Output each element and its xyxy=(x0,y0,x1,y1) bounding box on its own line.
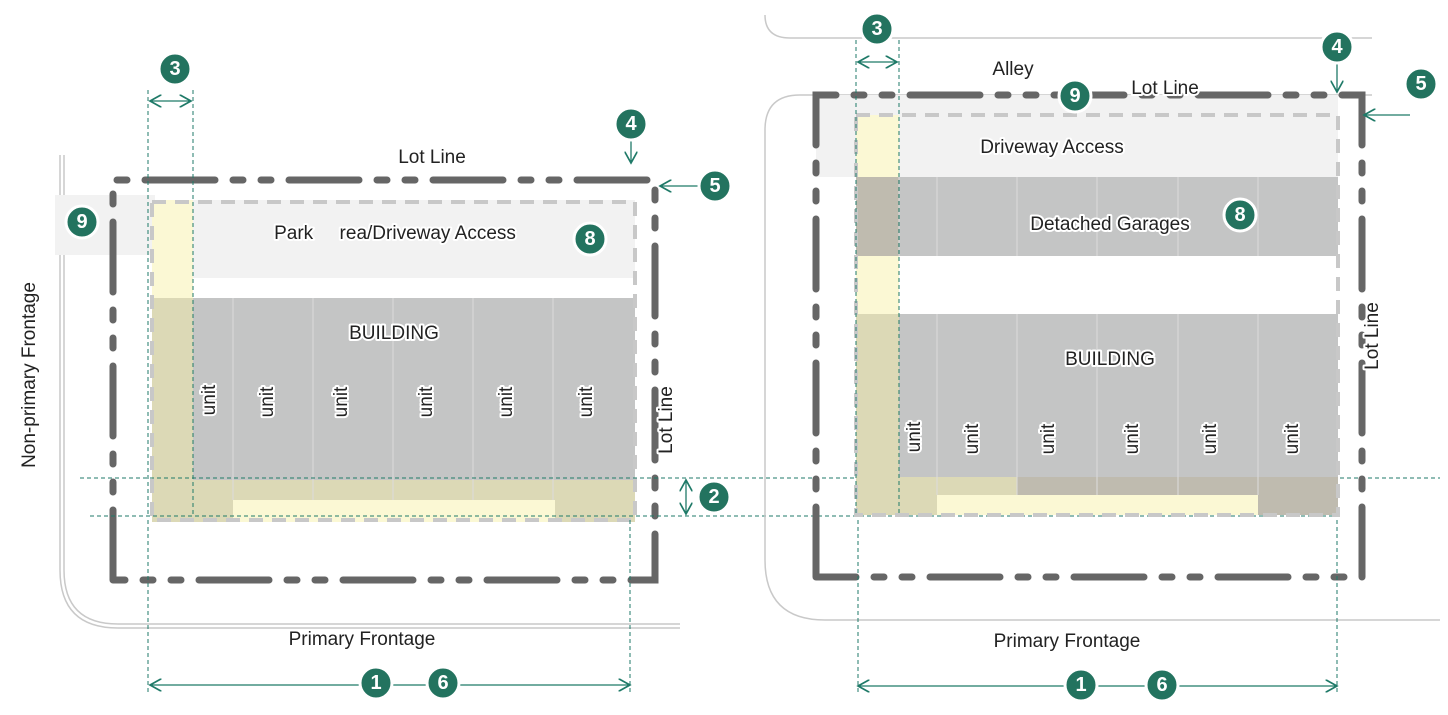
non-primary-frontage-label: Non-primary Frontage xyxy=(19,282,40,468)
unit-label: unit xyxy=(1282,423,1303,454)
badge-3: 3 xyxy=(157,51,193,87)
unit-dividers xyxy=(232,298,554,500)
side-setback-overlap xyxy=(856,314,899,515)
badge-8: 8 xyxy=(1222,197,1258,233)
unit-label: unit xyxy=(1200,423,1221,454)
badge-5: 5 xyxy=(697,168,733,204)
building-label: BUILDING xyxy=(349,323,439,344)
svg-text:4: 4 xyxy=(1331,36,1343,58)
parking-label: Park rea/Driveway Access xyxy=(274,223,516,244)
side-lot-line-label: Lot Line xyxy=(656,386,677,454)
badge-1: 1 xyxy=(1063,667,1099,703)
parking-area xyxy=(152,200,635,278)
unit-label: unit xyxy=(962,423,983,454)
badge-2: 2 xyxy=(696,479,732,515)
svg-text:1: 1 xyxy=(1075,674,1086,696)
building-footprint xyxy=(193,298,635,480)
unit-label: unit xyxy=(1122,423,1143,454)
setback-zone-mid xyxy=(856,256,899,314)
svg-text:4: 4 xyxy=(625,113,637,135)
unit-labels: unit unit unit unit unit unit xyxy=(902,419,1305,456)
front-setback-yellow xyxy=(233,500,555,522)
side-lot-line-label: Lot Line xyxy=(1362,302,1383,370)
front-setback-b xyxy=(1017,477,1258,495)
building-footprint xyxy=(899,314,1338,477)
badge-9: 9 xyxy=(64,204,100,240)
unit-label: unit xyxy=(904,421,925,452)
curb-line xyxy=(764,94,1440,621)
lot-line-label: Lot Line xyxy=(398,147,466,168)
unit-label: unit xyxy=(576,386,597,417)
left-lot: Lot Line Park rea/Driveway Access BUILDI… xyxy=(19,51,1440,701)
svg-text:2: 2 xyxy=(708,486,719,508)
badge-3: 3 xyxy=(859,11,895,47)
badge-1: 1 xyxy=(358,665,394,701)
svg-text:1: 1 xyxy=(370,672,381,694)
unit-label: unit xyxy=(257,386,278,417)
unit-label: unit xyxy=(496,386,517,417)
lot-line-boundary xyxy=(109,176,659,584)
svg-text:8: 8 xyxy=(1234,204,1245,226)
lot-line-label: Lot Line xyxy=(1131,78,1199,99)
svg-text:5: 5 xyxy=(1415,73,1426,95)
primary-frontage-label: Primary Frontage xyxy=(289,629,436,650)
unit-label: unit xyxy=(416,386,437,417)
garages-label: Detached Garages xyxy=(1030,214,1190,235)
svg-text:3: 3 xyxy=(871,18,882,40)
unit-labels: unit unit unit unit unit unit xyxy=(197,382,599,419)
primary-frontage-label: Primary Frontage xyxy=(994,631,1141,652)
building-label: BUILDING xyxy=(1065,349,1155,370)
lot-line-boundary xyxy=(812,91,1366,581)
front-setback-yellow xyxy=(937,495,1258,515)
curb-line xyxy=(59,155,680,629)
svg-text:6: 6 xyxy=(437,672,448,694)
svg-text:6: 6 xyxy=(1156,674,1167,696)
unit-dividers xyxy=(898,177,1259,495)
alley-curb xyxy=(764,14,1372,39)
garage-setback-overlap xyxy=(856,177,899,256)
setback-zone xyxy=(856,115,899,177)
svg-text:8: 8 xyxy=(584,228,595,250)
setback-zone xyxy=(152,200,193,300)
badge-6: 6 xyxy=(425,665,461,701)
svg-text:5: 5 xyxy=(709,175,720,197)
badge-4: 4 xyxy=(1319,29,1355,65)
front-setback-left xyxy=(899,477,937,515)
unit-label: unit xyxy=(331,386,352,417)
alley-label: Alley xyxy=(992,59,1034,80)
curb-line-inner xyxy=(63,155,680,625)
badge-9: 9 xyxy=(1057,78,1093,114)
badge-4: 4 xyxy=(613,106,649,142)
unit-label: unit xyxy=(1038,423,1059,454)
svg-text:3: 3 xyxy=(169,58,180,80)
right-lot: Alley Lot Line Driveway Access Detached … xyxy=(764,11,1440,703)
badge-6: 6 xyxy=(1144,667,1180,703)
badge-5: 5 xyxy=(1403,66,1439,102)
front-setback-right xyxy=(1258,477,1338,515)
badge-8: 8 xyxy=(572,221,608,257)
driveway-label: Driveway Access xyxy=(980,137,1124,158)
front-setback-a xyxy=(937,477,1017,495)
unit-label: unit xyxy=(199,384,220,415)
build-zone-boundary xyxy=(150,200,637,522)
svg-text:9: 9 xyxy=(1069,85,1080,107)
svg-text:9: 9 xyxy=(76,211,87,233)
